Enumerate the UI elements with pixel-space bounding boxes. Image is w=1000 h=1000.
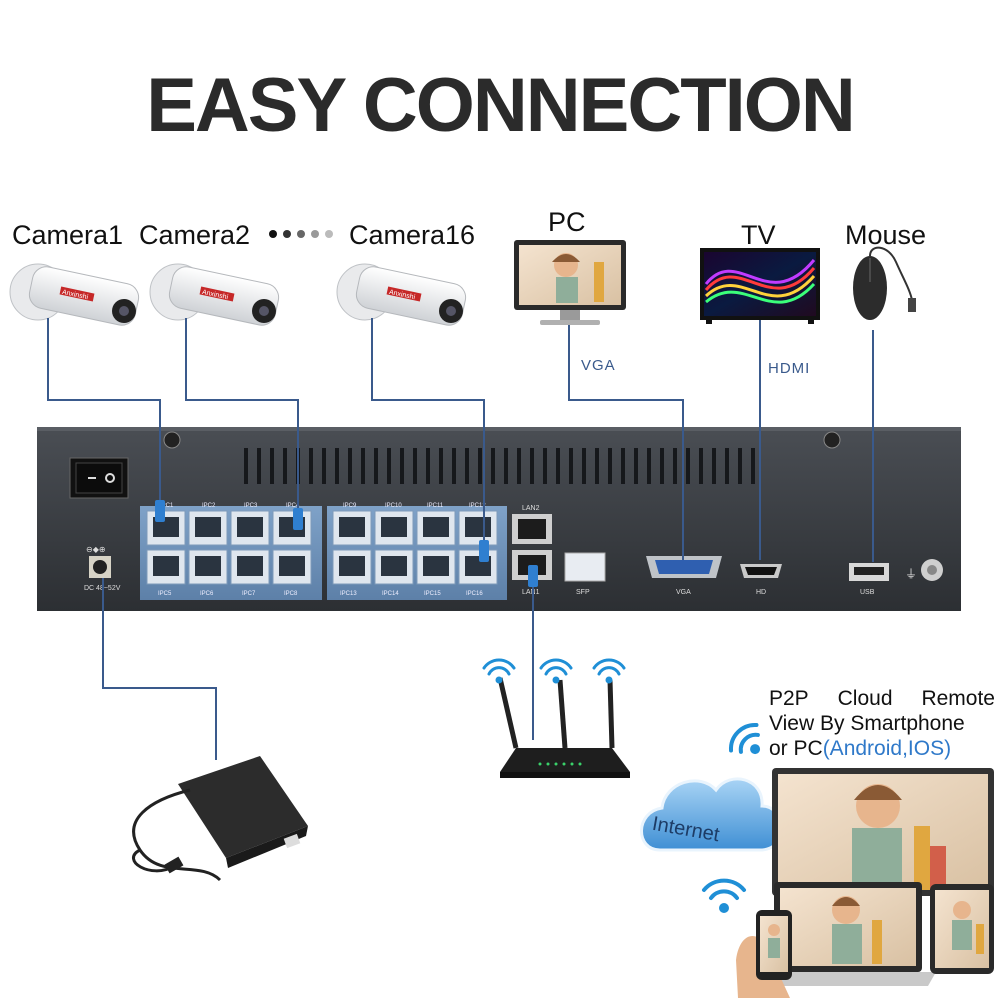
port-label: IPC16 — [466, 591, 483, 597]
port-label: IPC11 — [427, 503, 444, 509]
rj45-socket — [237, 517, 263, 537]
rj45-socket — [381, 517, 407, 537]
rj45-socket — [195, 517, 221, 537]
tablet-icon — [930, 884, 994, 974]
vga-cable-label: VGA — [581, 357, 616, 374]
p2p-word: Cloud — [837, 687, 893, 710]
rj45-socket — [237, 556, 263, 576]
rj45-socket — [465, 517, 491, 537]
screw-icon — [823, 431, 841, 449]
dc-polarity-label: ⊖◆⊕ — [86, 545, 106, 554]
vga-cable — [568, 325, 684, 560]
power-switch — [69, 457, 129, 499]
ground-terminal: ⏚ — [905, 559, 943, 581]
port-label: IPC9 — [343, 503, 357, 509]
power-adapter-icon — [132, 756, 308, 882]
wifi-icon — [539, 658, 573, 684]
svg-text:⏚: ⏚ — [905, 567, 917, 581]
wifi-icon — [729, 723, 761, 755]
rj45-socket — [381, 556, 407, 576]
p2p-word: Remote — [921, 687, 995, 710]
tv-icon — [700, 248, 820, 324]
p2p-word: P2P — [769, 687, 809, 710]
camera-icon: Anxinshi — [9, 263, 140, 326]
port-label: IPC12 — [469, 503, 486, 509]
camera-icon: Anxinshi — [149, 263, 280, 326]
port-label: IPC8 — [284, 591, 298, 597]
rj45-socket — [195, 556, 221, 576]
pc-label: PC — [548, 207, 586, 237]
pc-monitor-icon — [514, 240, 626, 325]
hdmi-cable-label: HDMI — [768, 360, 811, 377]
vga-port: VGA — [646, 556, 722, 596]
camera1-label: Camera1 — [12, 220, 124, 250]
p2p-platforms: (Android,IOS) — [822, 737, 952, 760]
camera2-label: Camera2 — [139, 220, 251, 250]
port-label: IPC10 — [385, 503, 402, 509]
lan2-label: LAN2 — [522, 505, 540, 512]
rj45-socket — [279, 556, 305, 576]
smartphone-icon — [736, 910, 792, 998]
hd-port-label: HD — [756, 589, 766, 596]
camera16-cable — [371, 318, 485, 548]
rj45-socket — [339, 556, 365, 576]
port-label: IPC14 — [382, 591, 399, 597]
port-label: IPC3 — [244, 503, 258, 509]
camera-icon: Anxinshi — [336, 263, 467, 326]
ipc-ports — [146, 510, 498, 585]
tv-label: TV — [741, 220, 776, 250]
lan1-label: LAN1 — [522, 589, 540, 596]
rj45-socket — [339, 517, 365, 537]
camera2-cable — [185, 318, 299, 508]
camera-ellipsis — [269, 230, 333, 238]
nvr-vents — [244, 448, 755, 484]
vga-port-label: VGA — [676, 589, 691, 596]
mouse-icon — [853, 246, 916, 320]
port-label: IPC7 — [242, 591, 256, 597]
camera16-label: Camera16 — [349, 220, 476, 250]
nvr-recorder: ⊖◆⊕ DC 48~52V IPC1 IPC2 IPC3 IPC4 IPC9 I… — [37, 427, 961, 611]
port-label: IPC4 — [286, 503, 300, 509]
wifi-icon — [702, 878, 746, 913]
usb-port-label: USB — [860, 589, 875, 596]
sfp-label: SFP — [576, 589, 590, 596]
wifi-icon — [592, 658, 626, 684]
page-title: EASY CONNECTION — [146, 63, 856, 148]
port-label: IPC1 — [160, 503, 174, 509]
port-label: IPC13 — [340, 591, 357, 597]
p2p-line3: or PC(Android,IOS) — [769, 736, 995, 761]
wifi-icon — [482, 658, 516, 684]
port-label: IPC5 — [158, 591, 172, 597]
camera1-cable — [47, 318, 161, 500]
sfp-port: SFP — [564, 552, 606, 596]
laptop-icon — [760, 882, 936, 986]
screw-icon — [163, 431, 181, 449]
p2p-description: P2P Cloud Remote View By Smartphone or P… — [769, 686, 995, 761]
cloud-icon: Internet — [640, 777, 783, 852]
p2p-line1: P2P Cloud Remote — [769, 686, 995, 711]
port-label: IPC15 — [424, 591, 441, 597]
p2p-line2: View By Smartphone — [769, 712, 965, 735]
mouse-label: Mouse — [845, 220, 927, 250]
rj45-socket — [423, 517, 449, 537]
hdmi-port: HD — [740, 564, 782, 596]
port-label: IPC2 — [202, 503, 216, 509]
router-icon — [497, 677, 630, 778]
rj45-socket — [423, 556, 449, 576]
rj45-socket — [153, 556, 179, 576]
p2p-line3-prefix: or PC — [769, 737, 823, 760]
usb-port: USB — [849, 563, 889, 596]
rj45-plugs — [155, 500, 538, 587]
cable-lines — [47, 318, 874, 760]
remote-monitor-icon — [772, 768, 994, 896]
port-label: IPC6 — [200, 591, 214, 597]
power-cable — [102, 578, 217, 760]
